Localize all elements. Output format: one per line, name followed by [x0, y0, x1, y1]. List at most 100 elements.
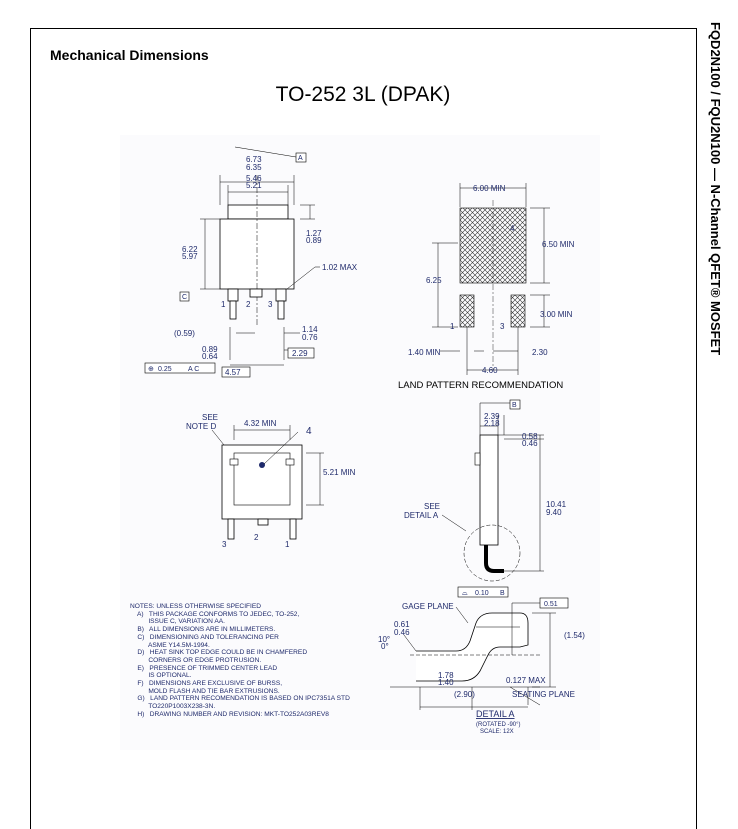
side-view-labels: B 2.39 2.18 0.58 0.46 10.41 9.40 SEE DET…: [404, 402, 567, 597]
dim-w-inner-max: 5.46: [246, 174, 262, 183]
note-line: ASME Y14.5M-1994.: [130, 641, 210, 649]
land-pattern: [432, 183, 550, 375]
package-title-text: TO-252 3L (DPAK): [275, 83, 451, 106]
mechanical-drawing: 6.73 6.35 A 5.46 5.21 6.22 5.97 1.27 0.8…: [120, 135, 600, 750]
see-note-line2: NOTE D: [186, 422, 216, 431]
land-pattern-labels: 6.00 MIN 6.50 MIN 4 6.25 3.00 MIN 1.40 M…: [398, 184, 575, 391]
detail-seating: SEATING PLANE: [512, 690, 575, 699]
lp-pad-w: 6.00 MIN: [473, 184, 506, 193]
lp-span: 4.60: [482, 366, 498, 375]
detail-a: [390, 597, 569, 710]
pad-1: [459, 294, 475, 328]
sv-s-max: 0.58: [522, 432, 538, 441]
detail-lead: [416, 612, 529, 682]
note-line: H) DRAWING NUMBER AND REVISION: MKT-TO25…: [130, 710, 329, 718]
sv-h-max: 10.41: [546, 500, 567, 509]
detail-f-max: 0.61: [394, 620, 410, 629]
detail-rot: (ROTATED -90°): [476, 722, 521, 728]
detail-l-min: 1.40: [438, 678, 454, 687]
detail-gage: GAGE PLANE: [402, 602, 454, 611]
lead-1: 1: [221, 300, 226, 309]
bv-lead-1: 1: [285, 540, 290, 549]
dim-pitch: 2.29: [292, 349, 308, 358]
notes-block: NOTES: UNLESS OTHERWISE SPECIFIED A) THI…: [130, 603, 350, 719]
top-view: [144, 146, 320, 378]
datum-a: A: [298, 155, 303, 162]
dim-w-outer-min: 6.35: [246, 163, 262, 172]
lp-caption: LAND PATTERN RECOMMENDATION: [398, 380, 563, 391]
lp-p1: 1: [450, 322, 455, 331]
note-line: MOLD FLASH AND TIE BAR EXTRUSIONS.: [130, 687, 280, 695]
page-frame: [30, 28, 697, 829]
svg-text:⊕: ⊕: [148, 366, 154, 373]
bottom-view-labels: SEE NOTE D 4.32 MIN 4 5.21 MIN 3 2 1: [186, 413, 356, 549]
pad-marker: [259, 462, 265, 468]
lp-small-h: 3.00 MIN: [540, 310, 573, 319]
top-view-labels: 6.73 6.35 A 5.46 5.21 6.22 5.97 1.27 0.8…: [148, 155, 358, 377]
side-view: [441, 399, 544, 598]
see-detail-line1: SEE: [424, 502, 440, 511]
side-title: FQD2N100 / FQU2N100 — N-Channel QFET® MO…: [708, 22, 723, 356]
sv-t-max: 2.39: [484, 412, 500, 421]
detail-f-min: 0.46: [394, 628, 410, 637]
note-line: G) LAND PATTERN RECOMENDATION IS BASED O…: [130, 695, 350, 703]
detail-title: DETAIL A: [476, 709, 515, 719]
lp-pitch: 2.30: [532, 348, 548, 357]
detail-ref: (2.90): [454, 690, 475, 699]
see-detail-line2: DETAIL A: [404, 511, 439, 520]
lp-small-w: 1.40 MIN: [408, 348, 441, 357]
bv-lead-3: 3: [222, 540, 227, 549]
note-line: NOTES: UNLESS OTHERWISE SPECIFIED: [130, 603, 262, 610]
svg-text:⌓: ⌓: [462, 590, 468, 597]
dim-lead-w-min: 0.76: [302, 333, 318, 342]
top-body: [219, 218, 295, 290]
note-line: C) DIMENSIONING AND TOLERANCING PER: [130, 633, 279, 641]
dim-h-min: 5.97: [182, 252, 198, 261]
note-line: F) DIMENSIONS ARE EXCLUSIVE OF BURSS,: [130, 680, 283, 688]
note-line: IS OPTIONAL.: [130, 672, 192, 680]
dim-tab-len: 1.02 MAX: [322, 263, 358, 272]
detail-angle-max: 10°: [378, 635, 390, 644]
note-line: ISSUE C, VARIATION AA.: [130, 618, 226, 626]
drawing-svg: 6.73 6.35 A 5.46 5.21 6.22 5.97 1.27 0.8…: [120, 135, 600, 750]
detail-angle-min: 0°: [381, 642, 389, 651]
dim-lead-ext: (0.59): [174, 329, 195, 338]
section-title: Mechanical Dimensions: [50, 47, 209, 63]
dim-tab-max: 1.27: [306, 229, 322, 238]
note-line: D) HEAT SINK TOP EDGE COULD BE IN CHAMFE…: [130, 649, 308, 657]
side-body: [479, 434, 499, 546]
sv-s-min: 0.46: [522, 439, 538, 448]
lead-2: 2: [246, 300, 251, 309]
sv-flat: 0.10: [475, 590, 489, 597]
sv-t-min: 2.18: [484, 419, 500, 428]
lp-total-h: 6.25: [426, 276, 442, 285]
tol-value: 0.25: [158, 366, 172, 373]
sv-flat-ref: B: [500, 590, 505, 597]
detail-z: 0.127 MAX: [506, 676, 546, 685]
datum-c: C: [182, 294, 187, 301]
lp-p3: 3: [500, 322, 505, 331]
package-title: TO-252 3L (DPAK): [0, 83, 738, 107]
side-header: FQD2N100 / FQU2N100 — N-Channel QFET® MO…: [705, 22, 729, 462]
see-note-line1: SEE: [202, 413, 218, 422]
dim-lead-w-max: 1.14: [302, 325, 318, 334]
detail-a-labels: GAGE PLANE 0.51 0.61 0.46 10° 0° (1.54) …: [378, 601, 585, 735]
dim-tab-min: 0.89: [306, 236, 322, 245]
bv-lead-2: 2: [254, 533, 259, 542]
lead-3: 3: [268, 300, 273, 309]
dim-w-inner-min: 5.21: [246, 181, 262, 190]
top-tab: [227, 204, 289, 220]
lp-pad-h: 6.50 MIN: [542, 240, 575, 249]
bottom-view: [211, 425, 324, 540]
dim-h-max: 6.22: [182, 245, 198, 254]
datum-b: B: [512, 402, 517, 409]
lp-pad-id: 4: [510, 224, 515, 233]
bv-pad: 4: [306, 426, 312, 437]
note-line: E) PRESENCE OF TRIMMED CENTER LEAD: [130, 664, 278, 672]
dim-lead-t-min: 0.64: [202, 352, 218, 361]
dim-w-outer-max: 6.73: [246, 155, 262, 164]
detail-gage-val: 0.51: [544, 601, 558, 608]
bv-h-min: 5.21 MIN: [323, 468, 356, 477]
dim-span: 4.57: [225, 368, 241, 377]
dim-lead-t-max: 0.89: [202, 345, 218, 354]
